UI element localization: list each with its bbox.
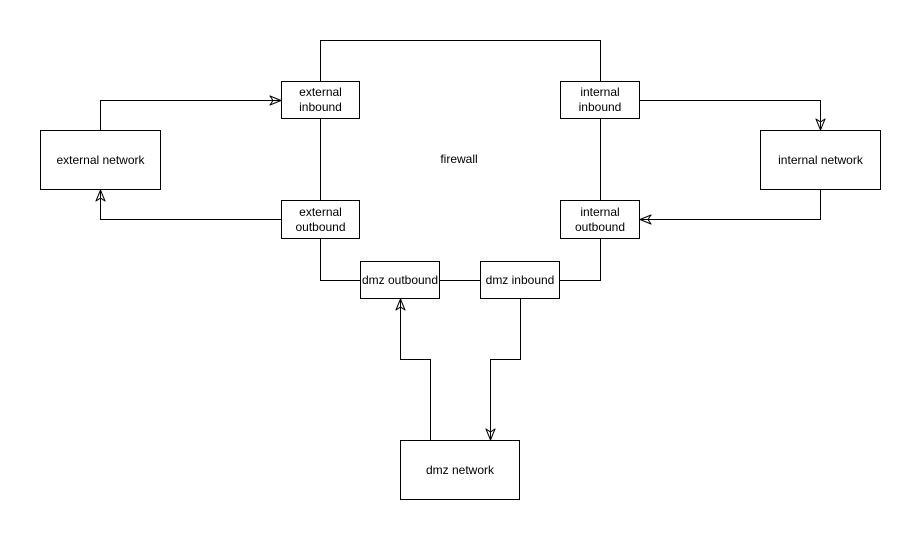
node-dmz-outbound[interactable]: dmz outbound: [360, 261, 440, 299]
node-label: dmz network: [425, 462, 495, 477]
node-external-outbound[interactable]: external outbound: [281, 200, 360, 239]
node-label: internal network: [778, 152, 863, 167]
node-label: dmz inbound: [485, 272, 555, 287]
node-internal-inbound[interactable]: internal inbound: [560, 81, 640, 119]
edge-dmz-inbound-to-dmz-network[interactable]: [491, 299, 521, 440]
edge-external-outbound-to-dmz-outbound[interactable]: [320, 239, 361, 281]
node-label: external outbound: [295, 204, 346, 234]
node-label: dmz outbound: [361, 272, 439, 287]
edge-internal-inbound-to-internal-network[interactable]: [640, 100, 821, 131]
edge-external-network-to-external-inbound[interactable]: [100, 101, 282, 131]
node-label: external inbound: [299, 85, 342, 114]
firewall-container-label: firewall: [440, 152, 478, 166]
edge-dmz-network-to-dmz-outbound[interactable]: [401, 299, 431, 440]
edge-internal-outbound-to-dmz-inbound[interactable]: [560, 239, 601, 281]
node-dmz-network[interactable]: dmz network: [400, 440, 520, 500]
edge-external-inbound-to-internal-inbound[interactable]: [320, 40, 601, 82]
edge-external-outbound-to-external-network[interactable]: [101, 190, 282, 220]
node-internal-outbound[interactable]: internal outbound: [560, 200, 640, 239]
node-label: internal inbound: [578, 85, 622, 114]
edge-internal-network-to-internal-outbound[interactable]: [640, 190, 821, 220]
node-internal-network[interactable]: internal network: [760, 130, 881, 190]
node-external-network[interactable]: external network: [40, 130, 161, 190]
node-label: external network: [56, 152, 145, 167]
node-external-inbound[interactable]: external inbound: [281, 81, 360, 119]
node-label: internal outbound: [574, 204, 626, 234]
node-dmz-inbound[interactable]: dmz inbound: [480, 261, 560, 299]
